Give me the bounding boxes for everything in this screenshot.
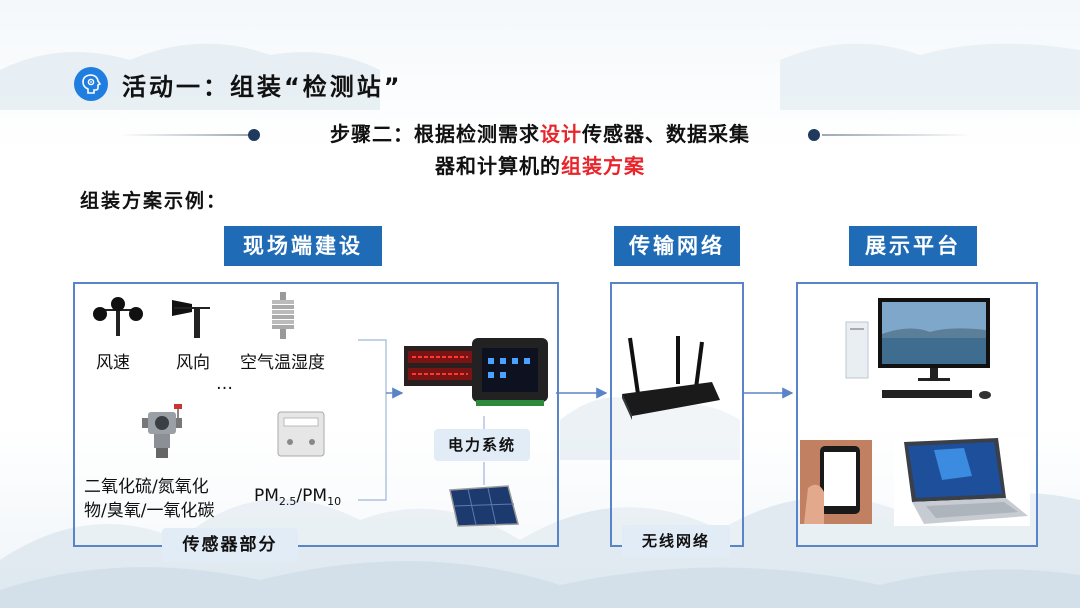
step-instruction: 步骤二：根据检测需求设计传感器、数据采集 器和计算机的组装方案 [260, 118, 820, 182]
wind-speed-label: 风速 [96, 348, 130, 373]
gas-detector-icon [134, 402, 192, 464]
smartphone-icon [800, 440, 872, 524]
laptop-icon [894, 436, 1030, 526]
led-display-icon [404, 346, 476, 386]
page-title: 活动一：组装“检测站” [122, 67, 403, 102]
section-header-network: 传输网络 [614, 226, 740, 266]
section-header-site: 现场端建设 [224, 226, 382, 266]
anemometer-icon [92, 296, 144, 336]
step-text-red-2: 组装方案 [561, 154, 645, 178]
temperature-humidity-shield-icon [266, 292, 300, 340]
step-left-line [120, 134, 250, 136]
desktop-computer-icon [840, 294, 1000, 402]
wireless-network-label: 无线网络 [622, 525, 730, 557]
data-logger-icon [470, 336, 550, 408]
solar-panel-icon [446, 484, 520, 528]
wireless-router-icon [616, 334, 726, 420]
step-text-1: 步骤二：根据检测需求 [330, 122, 540, 146]
section-header-display: 展示平台 [849, 226, 977, 266]
step-text-2: 传感器、数据采集 [582, 122, 750, 146]
gas-sensor-label-line2: 物/臭氧/一氧化碳 [84, 496, 214, 521]
pm-sub-a: 2.5 [279, 495, 297, 508]
title-row: 活动一：组装“检测站” [74, 64, 403, 104]
example-label: 组装方案示例： [80, 186, 227, 213]
pm-text-a: PM [254, 486, 279, 506]
pm-sub-b: 10 [327, 495, 341, 508]
power-system-label: 电力系统 [434, 429, 530, 461]
pm-text-b: /PM [296, 486, 327, 506]
pm-label: PM2.5/PM10 [254, 486, 341, 508]
wind-direction-label: 风向 [176, 348, 210, 373]
step-left-dot [248, 129, 260, 141]
sensor-part-label: 传感器部分 [162, 528, 298, 562]
air-temp-humidity-label: 空气温湿度 [240, 348, 325, 373]
pm-sensor-icon [276, 410, 326, 458]
step-text-3: 器和计算机的 [435, 154, 561, 178]
step-text-red-1: 设计 [540, 122, 582, 146]
wind-vane-icon [170, 296, 216, 340]
gas-sensor-label-line1: 二氧化硫/氮氧化 [84, 472, 209, 497]
head-gear-icon [74, 67, 108, 101]
ellipsis-label: … [216, 374, 233, 394]
step-right-line [822, 134, 972, 136]
